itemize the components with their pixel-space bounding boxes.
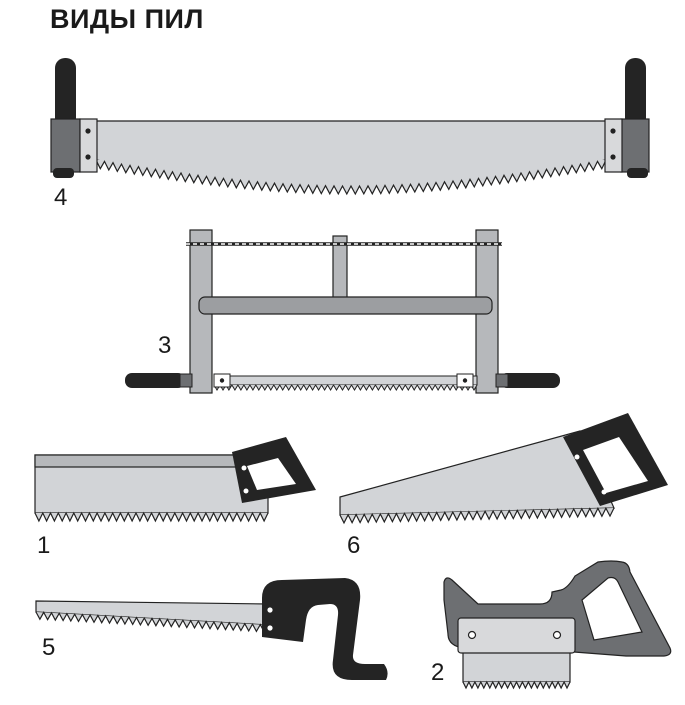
saw-teeth [95, 159, 607, 196]
saw-teeth [213, 384, 478, 391]
handle [262, 578, 388, 680]
frame-saw-icon [125, 229, 560, 394]
saw-teeth [35, 611, 269, 634]
keyhole-saw-icon [35, 578, 388, 680]
saw-number-2: 2 [431, 659, 445, 686]
left-handle [125, 373, 193, 388]
saw-number-6: 6 [347, 532, 361, 559]
saw-teeth [339, 506, 615, 525]
saw-number-1: 1 [37, 532, 51, 559]
saw-blade [213, 375, 478, 386]
page-title: ВИДЫ ПИЛ [50, 4, 204, 34]
saw-number-5: 5 [42, 634, 56, 661]
saw-teeth [34, 511, 269, 523]
hand-saw-icon [34, 437, 316, 523]
saw-number-4: 4 [54, 184, 68, 211]
tapered-hand-saw-icon [339, 413, 668, 525]
saw-blade [462, 649, 571, 683]
saw-number-3: 3 [158, 332, 172, 359]
saw-teeth [462, 680, 571, 690]
right-handle [495, 373, 560, 388]
two-man-saw-icon [50, 58, 650, 196]
back-saw-icon [443, 560, 672, 690]
left-handle [50, 58, 98, 178]
blade-spine [457, 617, 576, 654]
right-handle [604, 58, 650, 178]
